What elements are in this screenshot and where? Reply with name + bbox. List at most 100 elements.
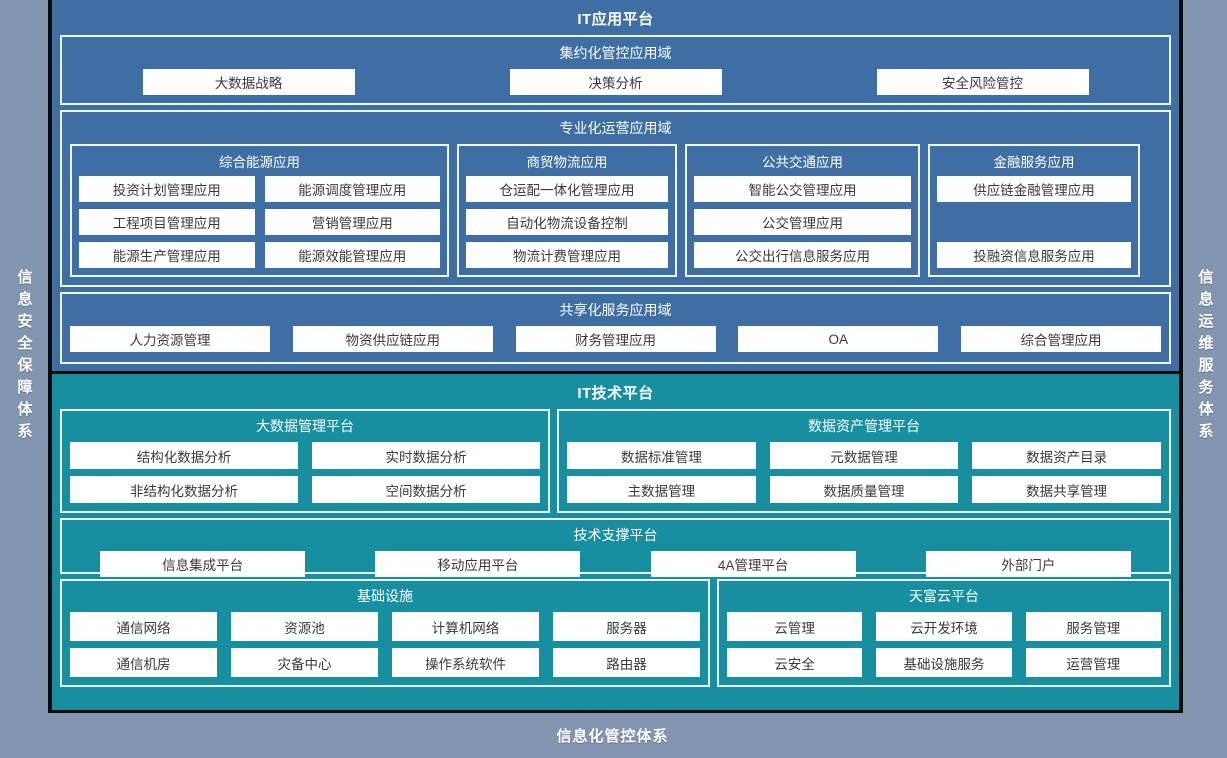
tech-chip[interactable]: 云开发环境 (876, 612, 1012, 641)
app-chip[interactable]: 能源效能管理应用 (264, 242, 440, 268)
bottom-band-label: 信息化管控体系 (556, 728, 669, 745)
group-title: 天富云平台 (909, 588, 979, 604)
app-chip[interactable]: 工程项目管理应用 (79, 209, 255, 235)
tech-row-infrastructure: 基础设施 通信网络 资源池 计算机网络 服务器 通信机房 灾备中心 操作系统软件… (60, 579, 1171, 687)
tech-chip[interactable]: 数据标准管理 (567, 442, 756, 469)
domain-subgroup-row: 综合能源应用 投资计划管理应用 能源调度管理应用 工程项目管理应用 营销管理应用… (70, 144, 1161, 277)
tech-chip[interactable]: 实时数据分析 (312, 442, 540, 469)
domain-professional-operations: 专业化运营应用域 综合能源应用 投资计划管理应用 能源调度管理应用 工程项目管理… (60, 110, 1171, 287)
right-band-label: 信息运维服务体系 (1196, 268, 1214, 445)
left-vertical-band: 信息安全保障体系 (0, 0, 52, 713)
group-grid: 数据标准管理 元数据管理 数据资产目录 主数据管理 数据质量管理 数据共享管理 (567, 442, 1161, 503)
group-title: 基础设施 (357, 588, 413, 604)
group-title: 大数据管理平台 (256, 418, 354, 434)
application-platform-title: IT应用平台 (577, 11, 654, 28)
app-chip[interactable]: 物流计费管理应用 (466, 242, 668, 268)
domain-item-row: 人力资源管理 物资供应链应用 财务管理应用 OA 综合管理应用 (70, 326, 1161, 352)
app-chip[interactable]: 能源调度管理应用 (264, 176, 440, 202)
subgroup-grid: 供应链金融管理应用 投融资信息服务应用 (937, 176, 1131, 268)
app-chip-placeholder (937, 209, 1131, 235)
tech-chip[interactable]: 外部门户 (925, 551, 1131, 577)
subgroup-trade-logistics: 商贸物流应用 仓运配一体化管理应用 自动化物流设备控制 物流计费管理应用 (457, 144, 677, 277)
tech-chip[interactable]: 移动应用平台 (375, 551, 581, 577)
tech-chip[interactable]: 云安全 (727, 648, 863, 677)
subgroup-grid: 仓运配一体化管理应用 自动化物流设备控制 物流计费管理应用 (466, 176, 668, 268)
subgroup-grid: 投资计划管理应用 能源调度管理应用 工程项目管理应用 营销管理应用 能源生产管理… (79, 176, 440, 268)
app-chip[interactable]: 物资供应链应用 (292, 326, 493, 352)
subgroup-grid: 智能公交管理应用 公交管理应用 公交出行信息服务应用 (694, 176, 911, 268)
tech-chip[interactable]: 资源池 (231, 612, 378, 641)
tech-chip[interactable]: 4A管理平台 (650, 551, 856, 577)
group-item-row: 信息集成平台 移动应用平台 4A管理平台 外部门户 (70, 551, 1161, 577)
domain-intensive-management: 集约化管控应用域 大数据战略 决策分析 安全风险管控 (60, 35, 1171, 105)
tech-chip[interactable]: 数据资产目录 (972, 442, 1161, 469)
tech-chip[interactable]: 空间数据分析 (312, 476, 540, 503)
architecture-stack: IT应用平台 集约化管控应用域 大数据战略 决策分析 安全风险管控 专业化运营应… (52, 0, 1179, 713)
domain-title: 集约化管控应用域 (559, 45, 672, 61)
domain-item-row: 大数据战略 决策分析 安全风险管控 (70, 69, 1161, 95)
tech-chip[interactable]: 云管理 (727, 612, 863, 641)
bottom-band: 信息化管控体系 (0, 713, 1227, 758)
group-data-asset-platform: 数据资产管理平台 数据标准管理 元数据管理 数据资产目录 主数据管理 数据质量管… (557, 409, 1171, 513)
app-chip[interactable]: 人力资源管理 (70, 326, 270, 352)
right-vertical-band: 信息运维服务体系 (1179, 0, 1227, 713)
tech-chip[interactable]: 操作系统软件 (392, 648, 539, 677)
tech-chip[interactable]: 主数据管理 (567, 476, 756, 503)
app-chip[interactable]: 综合管理应用 (961, 326, 1161, 352)
app-chip[interactable]: 仓运配一体化管理应用 (466, 176, 668, 202)
group-title: 技术支撑平台 (573, 527, 658, 543)
group-bigdata-platform: 大数据管理平台 结构化数据分析 实时数据分析 非结构化数据分析 空间数据分析 (60, 409, 550, 513)
app-chip[interactable]: 能源生产管理应用 (79, 242, 255, 268)
app-chip[interactable]: 公交管理应用 (694, 209, 911, 235)
group-technical-support-platform: 技术支撑平台 信息集成平台 移动应用平台 4A管理平台 外部门户 (60, 518, 1171, 577)
group-grid: 云管理 云开发环境 服务管理 云安全 基础设施服务 运营管理 (727, 612, 1161, 677)
group-grid: 通信网络 资源池 计算机网络 服务器 通信机房 灾备中心 操作系统软件 路由器 (70, 612, 700, 677)
application-platform-layer: IT应用平台 集约化管控应用域 大数据战略 决策分析 安全风险管控 专业化运营应… (52, 0, 1179, 374)
tech-chip[interactable]: 数据共享管理 (972, 476, 1161, 503)
group-grid: 结构化数据分析 实时数据分析 非结构化数据分析 空间数据分析 (70, 442, 540, 503)
app-chip[interactable]: 供应链金融管理应用 (937, 176, 1131, 202)
app-chip[interactable]: 智能公交管理应用 (694, 176, 911, 202)
app-chip[interactable]: 投融资信息服务应用 (937, 242, 1131, 268)
tech-chip[interactable]: 通信机房 (70, 648, 217, 677)
technology-platform-layer: IT技术平台 大数据管理平台 结构化数据分析 实时数据分析 非结构化数据分析 空… (52, 374, 1179, 713)
app-chip[interactable]: 大数据战略 (142, 69, 355, 95)
app-chip[interactable]: 投资计划管理应用 (79, 176, 255, 202)
app-chip[interactable]: 营销管理应用 (264, 209, 440, 235)
app-chip[interactable]: 财务管理应用 (515, 326, 716, 352)
tech-chip[interactable]: 结构化数据分析 (70, 442, 298, 469)
tech-row-data-platforms: 大数据管理平台 结构化数据分析 实时数据分析 非结构化数据分析 空间数据分析 数… (60, 409, 1171, 513)
group-title: 数据资产管理平台 (808, 418, 920, 434)
tech-chip[interactable]: 基础设施服务 (876, 648, 1012, 677)
tech-chip[interactable]: 运营管理 (1025, 648, 1161, 677)
tech-chip[interactable]: 数据质量管理 (769, 476, 959, 503)
tech-chip[interactable]: 服务管理 (1025, 612, 1161, 641)
group-tianfu-cloud-platform: 天富云平台 云管理 云开发环境 服务管理 云安全 基础设施服务 运营管理 (717, 579, 1171, 687)
tech-chip[interactable]: 服务器 (553, 612, 700, 641)
app-chip[interactable]: 决策分析 (509, 69, 722, 95)
tech-chip[interactable]: 灾备中心 (231, 648, 378, 677)
app-chip[interactable]: 公交出行信息服务应用 (694, 242, 911, 268)
app-chip[interactable]: 自动化物流设备控制 (466, 209, 668, 235)
domain-shared-services: 共享化服务应用域 人力资源管理 物资供应链应用 财务管理应用 OA 综合管理应用 (60, 292, 1171, 364)
subgroup-title: 综合能源应用 (219, 155, 300, 170)
app-chip[interactable]: 安全风险管控 (876, 69, 1089, 95)
subgroup-integrated-energy: 综合能源应用 投资计划管理应用 能源调度管理应用 工程项目管理应用 营销管理应用… (70, 144, 449, 277)
left-band-label: 信息安全保障体系 (15, 268, 33, 445)
subgroup-financial-services: 金融服务应用 供应链金融管理应用 投融资信息服务应用 (928, 144, 1140, 277)
tech-chip[interactable]: 通信网络 (70, 612, 217, 641)
subgroup-title: 金融服务应用 (993, 155, 1075, 170)
tech-chip[interactable]: 信息集成平台 (100, 551, 306, 577)
subgroup-title: 公共交通应用 (762, 155, 843, 170)
subgroup-public-transit: 公共交通应用 智能公交管理应用 公交管理应用 公交出行信息服务应用 (685, 144, 920, 277)
technology-platform-title: IT技术平台 (577, 385, 654, 402)
tech-chip[interactable]: 非结构化数据分析 (70, 476, 298, 503)
tech-chip[interactable]: 元数据管理 (769, 442, 959, 469)
tech-chip[interactable]: 路由器 (553, 648, 700, 677)
app-chip[interactable]: OA (738, 326, 939, 352)
tech-row-support-platform: 技术支撑平台 信息集成平台 移动应用平台 4A管理平台 外部门户 (60, 518, 1171, 577)
domain-title: 共享化服务应用域 (559, 302, 672, 318)
subgroup-title: 商贸物流应用 (526, 155, 608, 170)
tech-chip[interactable]: 计算机网络 (392, 612, 539, 641)
domain-title: 专业化运营应用域 (559, 120, 672, 136)
